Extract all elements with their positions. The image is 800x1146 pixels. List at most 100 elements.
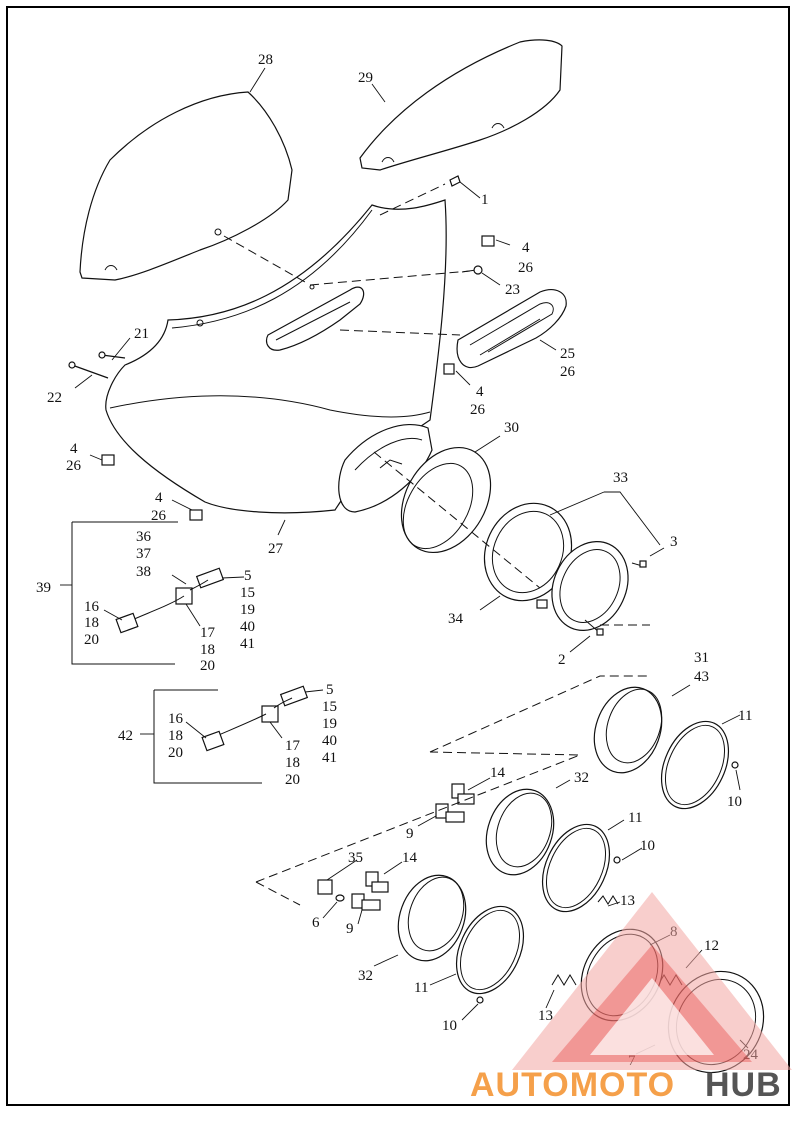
screw-10-c [476, 996, 484, 1004]
nut-23 [461, 265, 483, 275]
callout-37: 37 [136, 546, 152, 562]
callout-25: 25 [560, 346, 575, 362]
callout-13: 13 [620, 893, 635, 909]
callout-34: 34 [448, 611, 464, 627]
callout-26: 26 [470, 402, 486, 418]
windshield-28 [79, 91, 293, 281]
callout-21: 21 [134, 326, 149, 342]
callout-38: 38 [136, 564, 151, 580]
callout-18: 18 [285, 755, 300, 771]
callout-6: 6 [312, 915, 320, 931]
callout-20: 20 [84, 632, 99, 648]
callout-11: 11 [738, 708, 752, 724]
screw-2 [584, 619, 604, 636]
callout-4: 4 [522, 240, 530, 256]
callout-10: 10 [640, 838, 655, 854]
callout-36: 36 [136, 529, 152, 545]
callout-17: 17 [285, 738, 301, 754]
bucket-30 [400, 446, 492, 554]
callout-32: 32 [358, 968, 373, 984]
callout-29: 29 [358, 70, 373, 86]
callout-40: 40 [240, 619, 255, 635]
bulb-9-a [435, 803, 465, 823]
callout-5: 5 [326, 682, 334, 698]
oring-6 [335, 894, 345, 902]
callout-18: 18 [84, 615, 99, 631]
socket-35 [317, 879, 333, 895]
callout-9: 9 [346, 921, 354, 937]
callout-9: 9 [406, 826, 414, 842]
callout-1: 1 [481, 192, 489, 208]
bulb-14-a [451, 783, 475, 805]
callout-26: 26 [518, 260, 534, 276]
watermark-text-hub: HUB [705, 1066, 782, 1104]
screw-3 [631, 560, 647, 568]
fairing-27 [105, 199, 447, 514]
callout-35: 35 [348, 850, 363, 866]
callout-16: 16 [84, 599, 100, 615]
callout-18: 18 [168, 728, 183, 744]
harness-42 [140, 685, 309, 784]
windshield-29 [359, 39, 563, 171]
callout-10: 10 [727, 794, 742, 810]
callout-27: 27 [268, 541, 284, 557]
callout-32: 32 [574, 770, 589, 786]
bulb-9-b [351, 893, 381, 911]
callout-4: 4 [476, 384, 484, 400]
callout-19: 19 [322, 716, 337, 732]
callout-16: 16 [168, 711, 184, 727]
screw-10-b [613, 856, 621, 864]
callout-2: 2 [558, 652, 566, 668]
callout-15: 15 [240, 585, 255, 601]
harness-39 [60, 521, 225, 665]
clip-4-top [481, 235, 495, 247]
callout-20: 20 [285, 772, 300, 788]
callout-5: 5 [244, 568, 252, 584]
callout-12: 12 [704, 938, 719, 954]
callout-41: 41 [322, 750, 337, 766]
callout-18: 18 [200, 642, 215, 658]
callout-14: 14 [490, 765, 506, 781]
callout-4: 4 [155, 490, 163, 506]
assembly-lines [223, 183, 650, 906]
callout-3: 3 [670, 534, 678, 550]
callout-20: 20 [200, 658, 215, 674]
callout-10: 10 [442, 1018, 457, 1034]
mounting-ring-34 [483, 502, 573, 609]
callout-26: 26 [151, 508, 167, 524]
watermark: AUTOMOTO HUB [470, 892, 792, 1104]
screw-22 [68, 361, 109, 379]
callout-26: 26 [66, 458, 82, 474]
callout-40: 40 [322, 733, 337, 749]
callout-20: 20 [168, 745, 183, 761]
diagram-frame [6, 6, 790, 1106]
callout-26: 26 [560, 364, 576, 380]
clip-4-lower [189, 509, 203, 521]
callout-43: 43 [694, 669, 709, 685]
clip-4-mid [443, 363, 455, 375]
callout-14: 14 [402, 850, 418, 866]
callout-11: 11 [414, 980, 428, 996]
callout-22: 22 [47, 390, 62, 406]
callout-42: 42 [118, 728, 133, 744]
adjust-ring-33 [551, 541, 629, 631]
spring-13-a [597, 895, 619, 905]
screw-21 [98, 351, 126, 359]
clip-4-left [101, 454, 115, 466]
headlamp-31 [593, 686, 663, 774]
callout-33: 33 [613, 470, 628, 486]
trim-ring-11-b [541, 823, 611, 913]
headlamp-32-a [485, 788, 555, 876]
callout-4: 4 [70, 441, 78, 457]
callout-41: 41 [240, 636, 255, 652]
callout-15: 15 [322, 699, 337, 715]
callout-13: 13 [538, 1008, 553, 1024]
callout-30: 30 [504, 420, 519, 436]
screw-10-a [731, 761, 739, 769]
vent-25 [456, 289, 567, 369]
callout-19: 19 [240, 602, 255, 618]
callout-39: 39 [36, 580, 51, 596]
trim-ring-11-c [455, 905, 525, 995]
trim-ring-11-a [660, 720, 730, 810]
bulb-14-b [365, 871, 389, 893]
